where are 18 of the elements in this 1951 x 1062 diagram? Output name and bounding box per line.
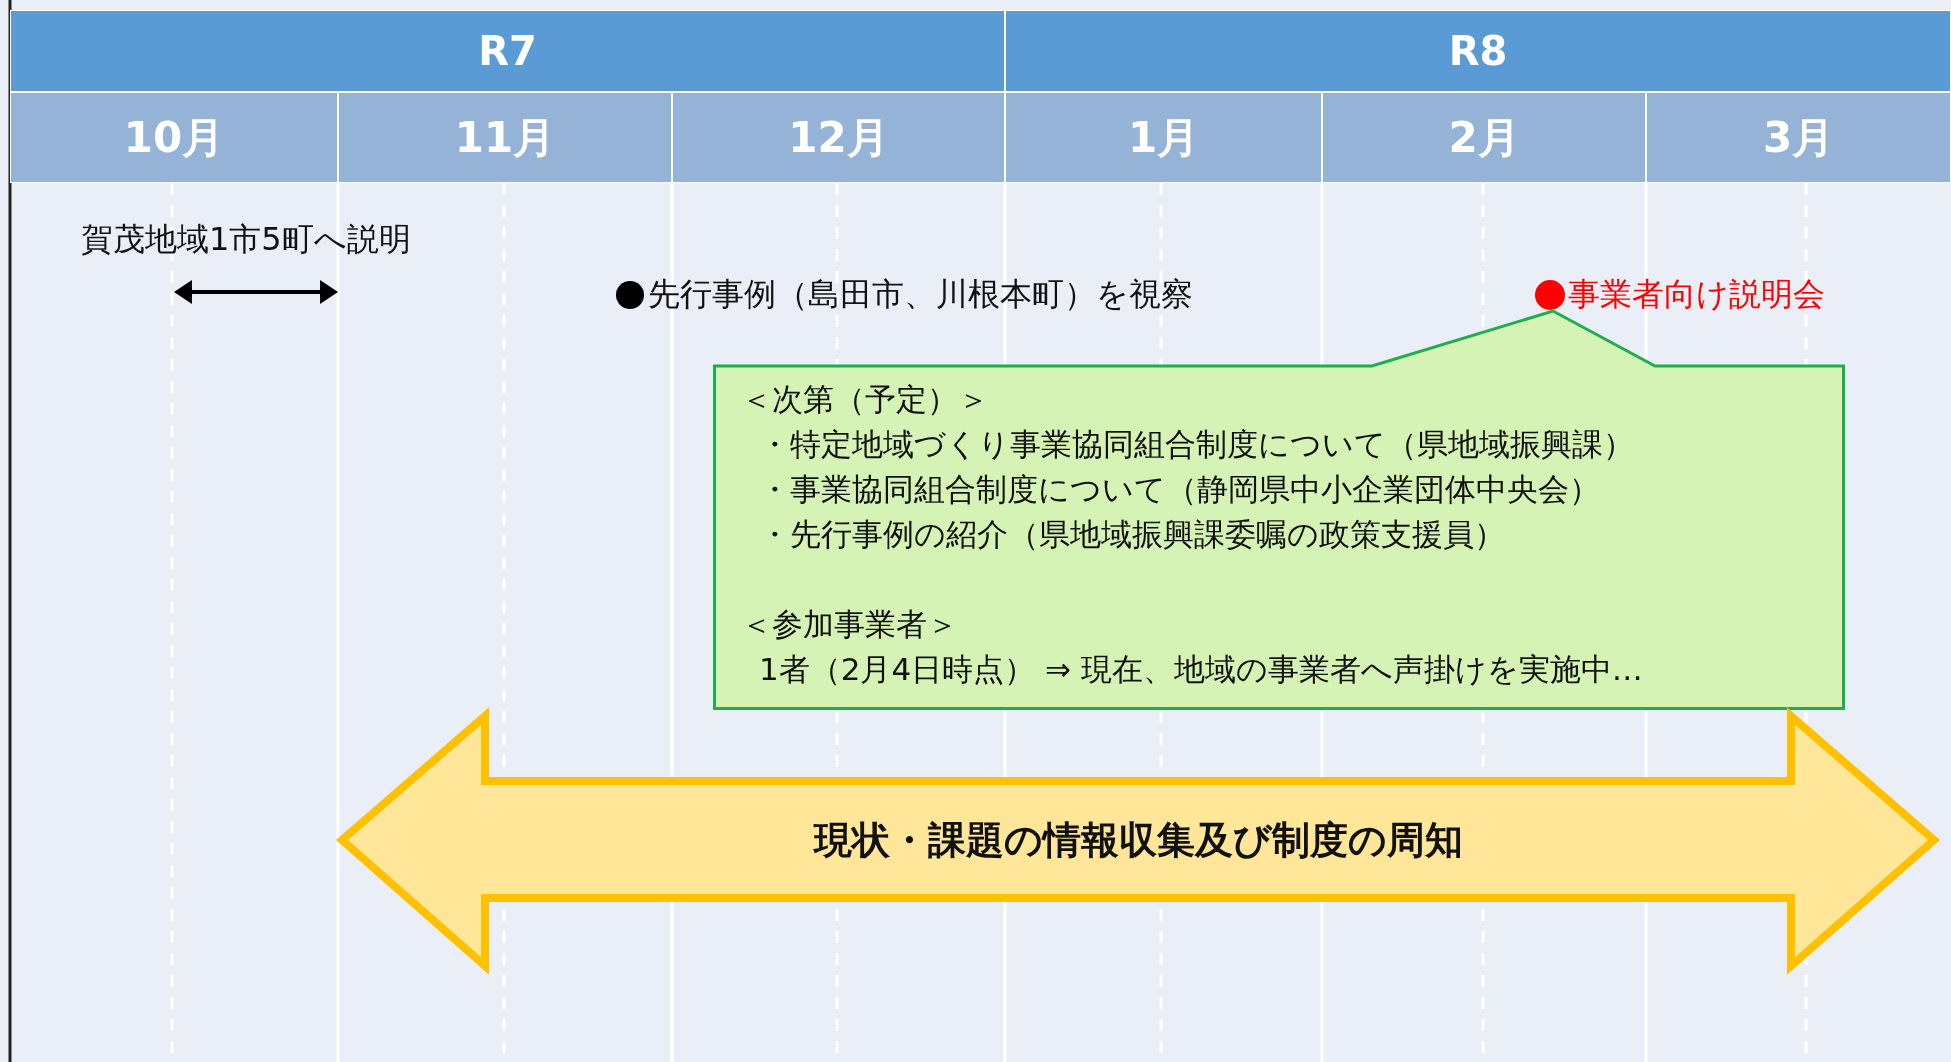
band-label: 現状・課題の情報収集及び制度の周知 <box>813 816 1463 864</box>
month-header: 11月 <box>338 92 672 183</box>
event-label: 先行事例（島田市、川根本町）を視察 <box>648 274 1193 315</box>
agenda-item: 1者（2月4日時点） ⇒ 現在、地域の事業者へ声掛けを実施中… <box>758 650 1643 689</box>
section-heading: ＜次第（予定）＞ <box>741 380 989 419</box>
month-header: 10月 <box>10 92 338 183</box>
agenda-item: ・事業協同組合制度について（静岡県中小企業団体中央会） <box>758 470 1600 509</box>
event-label: 事業者向け説明会 <box>1568 274 1825 315</box>
month-header: 2月 <box>1322 92 1646 183</box>
agenda-item: ・特定地域づくり事業協同組合制度について（県地域振興課） <box>758 425 1634 464</box>
month-header: 3月 <box>1646 92 1951 183</box>
event-label: 賀茂地域1市5町へ説明 <box>81 219 411 260</box>
year-header: R7 <box>10 10 1005 92</box>
section-heading: ＜参加事業者＞ <box>741 605 958 644</box>
month-header: 12月 <box>672 92 1005 183</box>
year-header: R8 <box>1005 10 1951 92</box>
agenda-item: ・先行事例の紹介（県地域振興課委嘱の政策支援員） <box>758 515 1505 554</box>
month-header: 1月 <box>1005 92 1322 183</box>
